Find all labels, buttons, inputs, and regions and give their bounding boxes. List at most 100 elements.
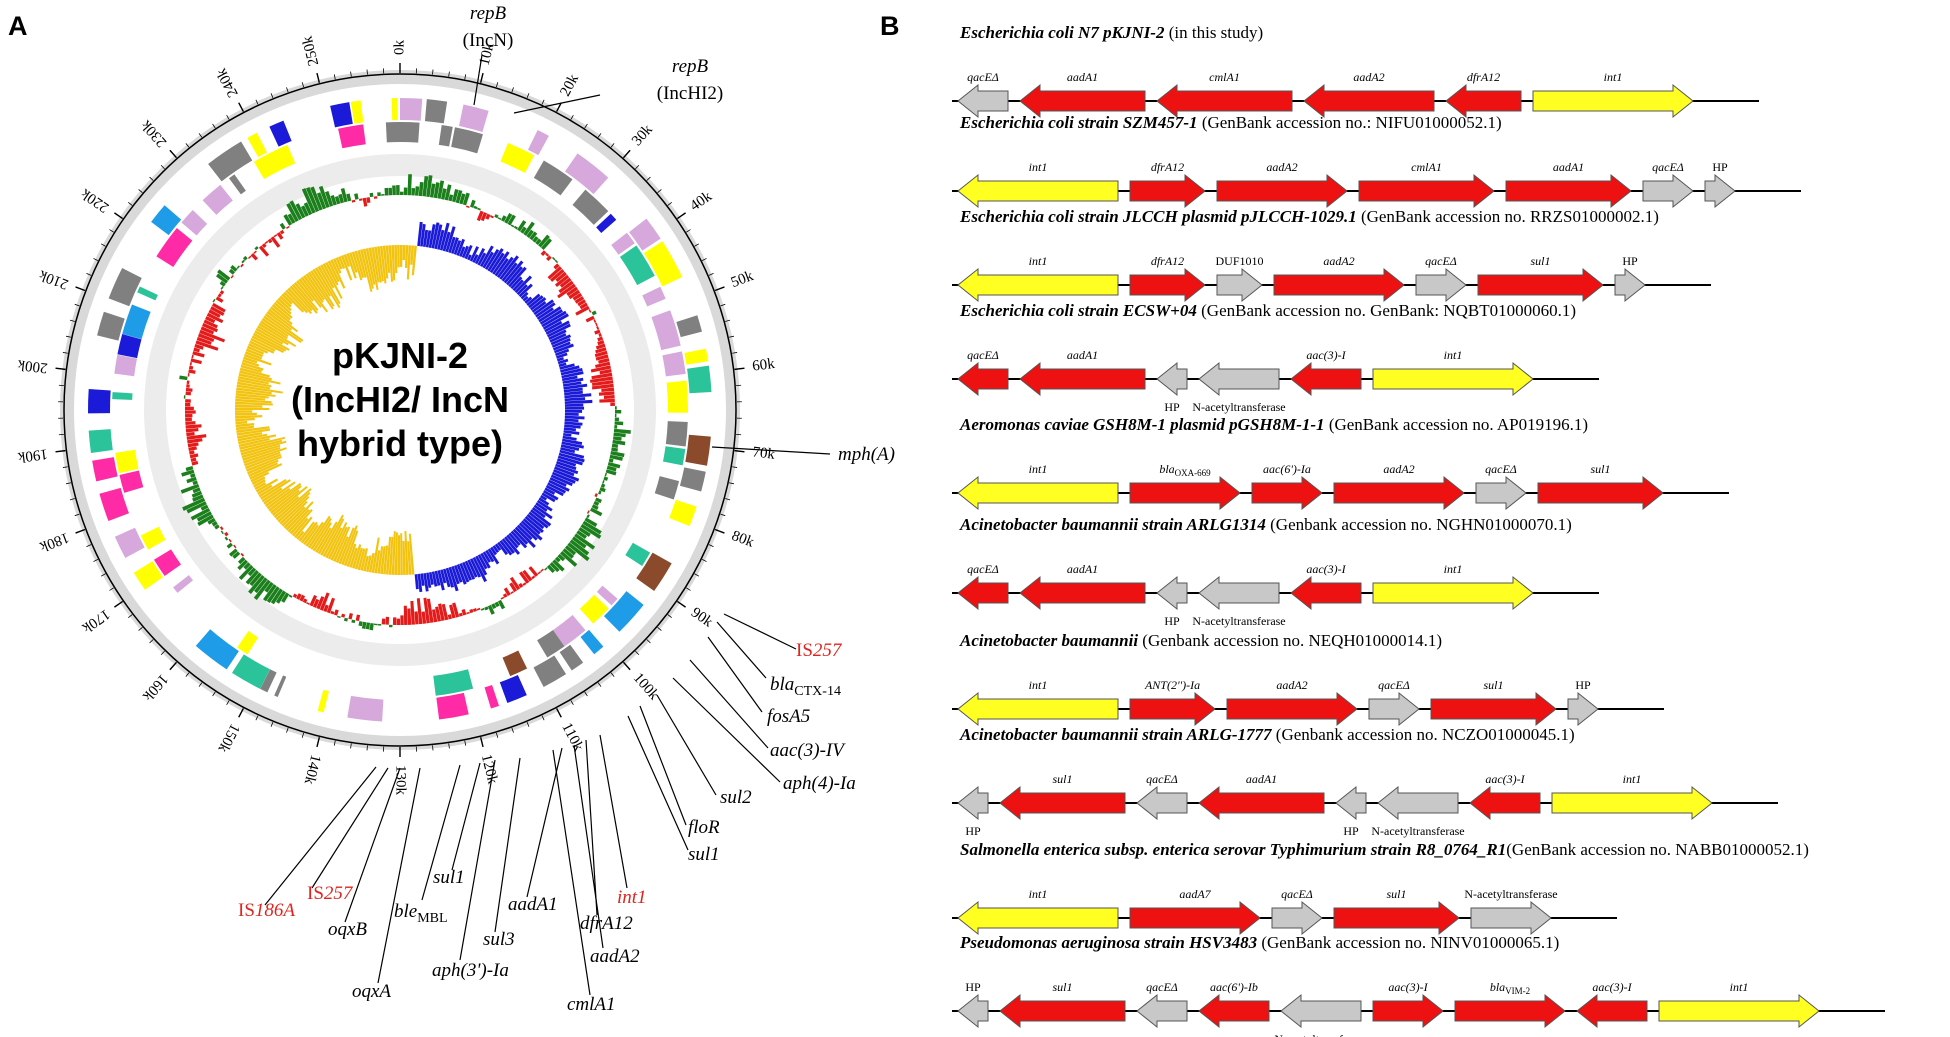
- gc-skew-bar: [377, 246, 384, 282]
- gene-arrow-label: aac(6')-Ia: [1263, 462, 1311, 476]
- gene-arrow-label: HP: [1575, 678, 1591, 692]
- gc-bar: [407, 174, 412, 196]
- gc-bar: [554, 556, 561, 563]
- gc-skew-bar: [300, 521, 318, 544]
- gc-skew-bar: [530, 297, 547, 311]
- gc-bar: [469, 199, 476, 208]
- entry-organism: Salmonella enterica subsp. enterica sero…: [960, 840, 1506, 859]
- gc-bar: [250, 253, 258, 261]
- gene-block: [643, 241, 683, 287]
- gc-skew-bar: [489, 252, 505, 274]
- gene-tracks: [88, 98, 712, 722]
- gc-skew-bar: [264, 313, 304, 342]
- gc-skew-bar: [298, 278, 322, 308]
- gc-bar: [601, 387, 615, 393]
- gc-skew-bar: [263, 315, 302, 343]
- gc-skew-bar: [477, 554, 488, 570]
- gc-bar: [324, 191, 334, 207]
- gc-bar: [334, 195, 341, 205]
- gene-arrow: [1156, 361, 1188, 397]
- gc-bar: [281, 592, 290, 603]
- gene-arrow-label: ANT(2'')-Ia: [1144, 678, 1200, 692]
- gene-arrow-label: aac(6')-Ib: [1210, 980, 1258, 994]
- gc-bar: [187, 373, 190, 377]
- gc-bar: [593, 500, 600, 507]
- label-aac3IV: aac(3)-IV: [770, 740, 846, 761]
- plasmid-name-line-2: (IncHI2/ IncN: [291, 379, 509, 420]
- gc-skew-bar: [564, 390, 583, 396]
- tick-label: 70k: [752, 444, 777, 463]
- tick-label: 120k: [478, 753, 501, 786]
- gene-arrow-label: int1: [1444, 348, 1463, 362]
- gc-bar: [243, 562, 251, 570]
- entry-title: Escherichia coli N7 pKJNI-2 (in this stu…: [959, 23, 1263, 42]
- gc-skew-bar: [310, 518, 332, 550]
- gene-arrow-label: qacEΔ: [967, 562, 999, 576]
- gc-bar: [585, 315, 595, 323]
- gc-skew-bar: [363, 555, 369, 572]
- gc-bar: [535, 238, 542, 246]
- entry-organism: Acinetobacter baumannii strain ARLG-1777: [959, 725, 1273, 744]
- gc-skew-bar: [391, 245, 396, 281]
- gene-block: [232, 654, 270, 689]
- gc-bar: [338, 193, 344, 204]
- gc-bar: [537, 571, 542, 575]
- gc-skew-bar: [558, 362, 567, 368]
- gc-skew-bar: [325, 261, 339, 286]
- label-sul3: sul3: [483, 929, 515, 950]
- gc-skew-bar: [549, 332, 567, 343]
- gc-skew-bar: [512, 528, 529, 545]
- tick-mark: [646, 176, 651, 181]
- gc-skew-bar: [475, 555, 488, 576]
- gc-skew-bar: [420, 224, 426, 247]
- gc-skew-bar: [240, 440, 287, 456]
- gene-arrow: [1642, 173, 1694, 209]
- gc-skew-bar: [388, 536, 394, 575]
- gc-skew-bar: [422, 229, 429, 247]
- gc-bar: [418, 181, 424, 197]
- tick-mark: [75, 528, 86, 534]
- gene-arrow-label: aac(3)-I: [1388, 980, 1428, 994]
- tick-mark: [286, 87, 289, 93]
- gc-bar: [341, 613, 346, 618]
- gc-bar: [614, 424, 618, 429]
- gc-bar: [232, 551, 241, 559]
- gc-bar: [230, 274, 234, 279]
- tick-mark: [270, 93, 274, 99]
- gc-skew-bar: [544, 487, 556, 495]
- gc-bar: [192, 494, 204, 502]
- gene-block: [537, 629, 565, 658]
- leader-line: [573, 744, 604, 949]
- gc-bar: [203, 319, 218, 329]
- gc-skew-bar: [385, 245, 391, 273]
- gene-block: [115, 449, 139, 474]
- gc-bar: [185, 417, 192, 422]
- gene-block: [347, 695, 384, 722]
- label-blactx14: blaCTX-14: [770, 674, 841, 699]
- gc-bar: [264, 581, 274, 593]
- gc-bar: [224, 531, 229, 537]
- entry-title: Salmonella enterica subsp. enterica sero…: [960, 840, 1809, 859]
- gene-block: [669, 499, 697, 527]
- gc-skew-bar: [333, 526, 351, 562]
- gc-skew-bar: [277, 491, 311, 523]
- gc-bar: [526, 229, 534, 239]
- gc-skew-bar: [494, 543, 502, 551]
- gc-skew-bar: [428, 224, 436, 248]
- label-incn: (IncN): [463, 30, 514, 51]
- gc-bar: [189, 453, 199, 459]
- gc-skew-bar: [239, 370, 273, 381]
- gene-block: [97, 311, 125, 341]
- gc-bar: [545, 252, 550, 257]
- gc-bar: [276, 231, 284, 240]
- gc-skew-bar: [235, 398, 272, 404]
- gc-bar: [185, 466, 194, 472]
- gc-bar: [189, 473, 196, 478]
- gene-block: [666, 380, 688, 413]
- gc-skew-bar: [530, 509, 552, 527]
- gc-skew-bar: [538, 306, 562, 323]
- gene-block: [499, 674, 527, 703]
- gc-bar: [597, 340, 605, 346]
- gene-arrow-label: qacEΔ: [1281, 887, 1313, 901]
- gene-arrow: [1372, 575, 1534, 611]
